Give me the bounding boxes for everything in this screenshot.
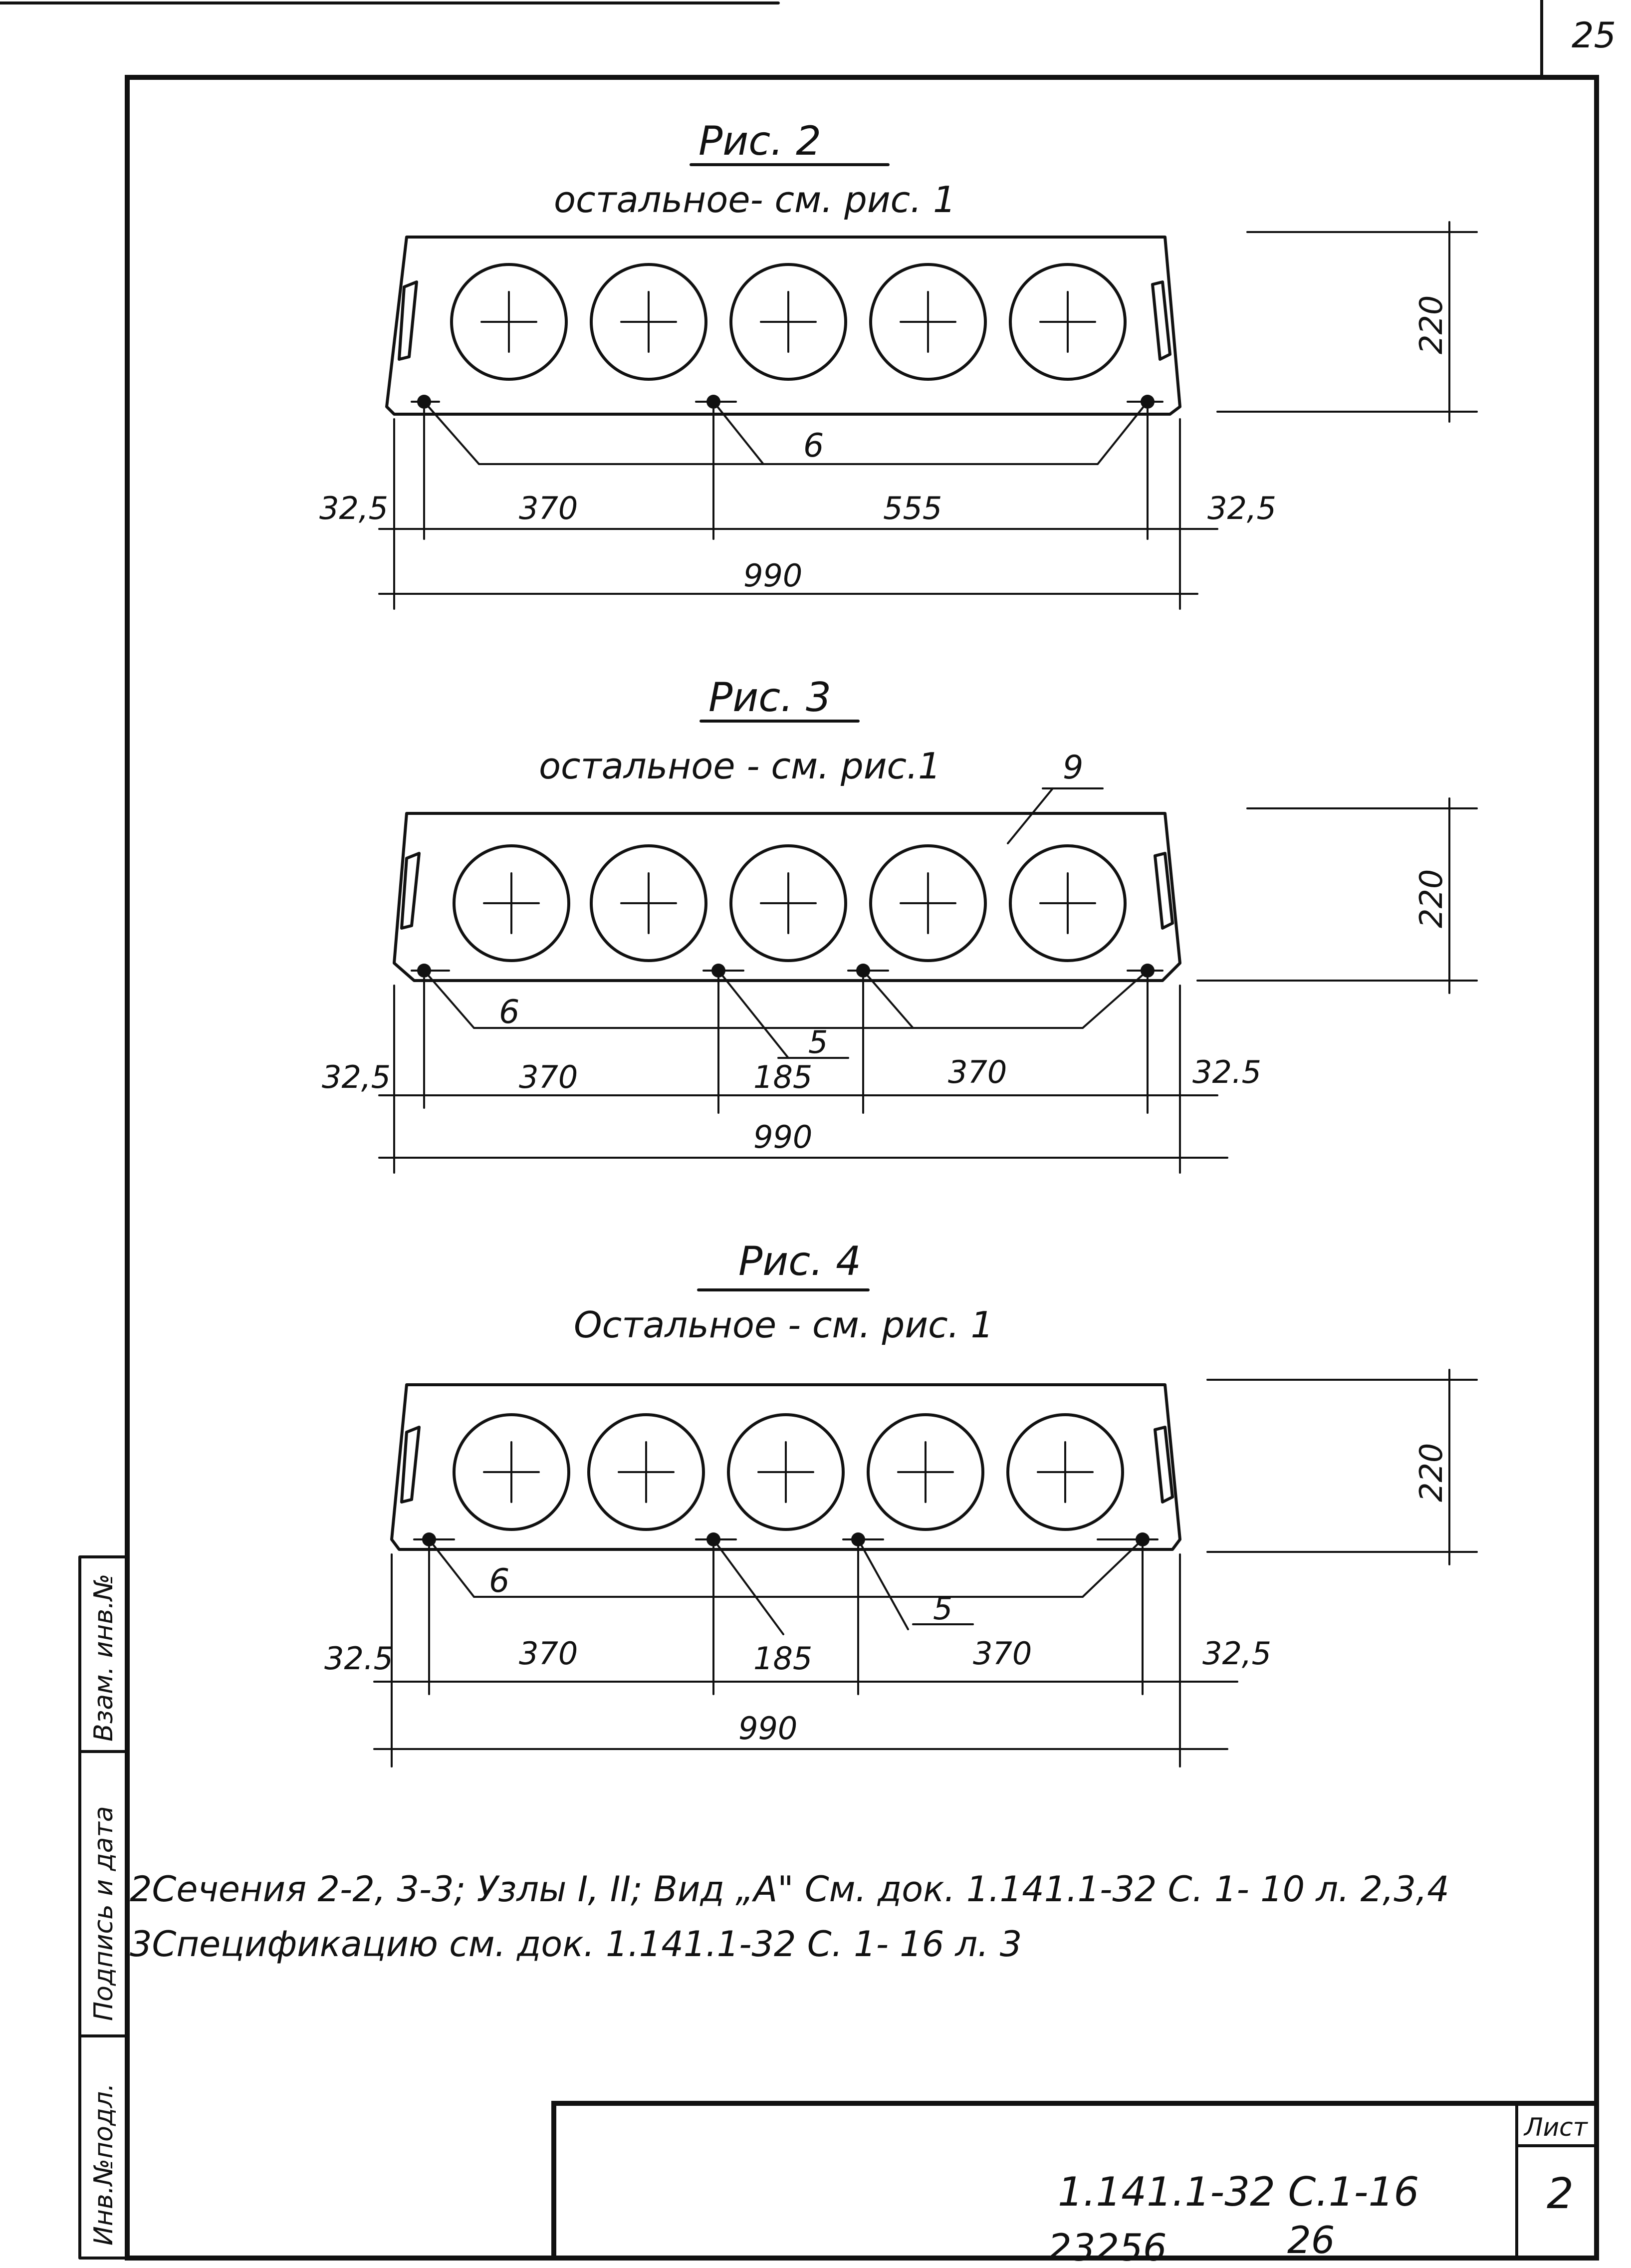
figure-3-slab-notch-left [400, 852, 421, 930]
figure-4-dim-b: 185 [753, 1640, 812, 1677]
void-circle [867, 1413, 984, 1531]
figure-2-slab-outline [385, 236, 1181, 416]
figure-2-dim-a: 370 [519, 490, 578, 526]
figure-4-title: Рис. 4 [738, 1238, 861, 1284]
void-circle [869, 263, 987, 381]
figure-2-title: Рис. 2 [699, 118, 821, 164]
figure-3-slab-notch-right [1154, 852, 1174, 930]
figure-3-height-dim: 220 [1413, 869, 1449, 928]
figure-4-callout-5: 5 [933, 1590, 952, 1627]
figure-3-dim-left: 32,5 [322, 1059, 391, 1095]
void-circle [590, 263, 707, 381]
void-circle [729, 263, 847, 381]
figure-3-leader-6 [423, 970, 1149, 1029]
figure-3-dim-total: 990 [753, 1119, 812, 1155]
figure-3-dim-b: 185 [753, 1059, 812, 1095]
void-circle [727, 1413, 845, 1531]
note-2: 2Сечения 2-2, 3-3; Узлы I, II; Вид „А" С… [130, 1869, 1449, 1910]
void-circle [729, 844, 847, 962]
title-block: Лист 2 1.141.1-32 С.1-16 [551, 2101, 1599, 2261]
figure-4-slab-outline [390, 1383, 1181, 1551]
figure-3-dim-a: 370 [519, 1059, 578, 1095]
void-circle [1009, 844, 1127, 962]
void-circle [450, 263, 568, 381]
figure-2-callout-6: 6 [803, 427, 824, 465]
figure-2-dim-total: 990 [743, 557, 802, 594]
void-circle [453, 1413, 570, 1531]
side-stamp-replaced-inv: Взам. инв.№ [89, 1573, 119, 1742]
figure-2-dim-b: 555 [883, 490, 942, 526]
figure-2-dim-right: 32,5 [1207, 490, 1276, 526]
figure-2-leader [423, 401, 1149, 465]
stamp-doc-code: 1.141.1-32 С.1-16 [1058, 2169, 1419, 2215]
figure-2-height-dim: 220 [1413, 295, 1449, 354]
figure-3-dim-c: 370 [948, 1054, 1007, 1090]
figure-4-leader-6 [428, 1538, 1144, 1598]
figure-3-dim-right: 32.5 [1192, 1054, 1261, 1090]
figure-3-title: Рис. 3 [708, 674, 831, 721]
void-circle [869, 844, 987, 962]
bottom-number-2: 26 [1287, 2218, 1335, 2262]
figure-3-subtitle: остальное - см. рис.1 [539, 745, 941, 787]
figure-4-dim-left: 32.5 [324, 1640, 393, 1677]
figure-4-dim-total: 990 [738, 1710, 797, 1747]
side-stamp-box [78, 1555, 129, 2260]
side-stamp-signature-date: Подпись и дата [89, 1806, 119, 2021]
figure-4-dim-c: 370 [973, 1635, 1032, 1672]
figure-2-dim-left: 32,5 [319, 490, 388, 526]
stamp-sheet-label: Лист [1523, 2113, 1589, 2142]
figure-4: Рис. 4 Остальное - см. рис. 1 6 [324, 1238, 1478, 1767]
figure-2: Рис. 2 остальное- см. рис. 1 6 [319, 118, 1478, 610]
figure-4-callout-6: 6 [489, 1562, 509, 1600]
page-number: 25 [1572, 15, 1616, 56]
figure-3-callout-9: 9 [1063, 749, 1083, 786]
figure-4-subtitle: Остальное - см. рис. 1 [574, 1304, 993, 1346]
note-3: 3Спецификацию см. док. 1.141.1-32 С. 1- … [130, 1924, 1022, 1965]
figure-4-slab-notch-right [1154, 1426, 1174, 1504]
figure-4-voids [453, 1413, 1124, 1531]
figure-2-voids [450, 263, 1127, 381]
void-circle [1006, 1413, 1124, 1531]
stamp-sheet-number: 2 [1547, 2169, 1574, 2219]
void-circle [1009, 263, 1127, 381]
side-stamp: Инв.№подл. Подпись и дата Взам. инв.№ [78, 1555, 129, 2260]
figure-3: Рис. 3 остальное - см. рис.1 9 [322, 674, 1478, 1174]
void-circle [587, 1413, 705, 1531]
void-circle [453, 844, 570, 962]
bottom-number-1: 23256 [1048, 2226, 1167, 2268]
figure-3-voids [453, 844, 1127, 962]
figure-4-slab-notch-left [400, 1426, 421, 1504]
figure-3-slab-outline [393, 812, 1181, 982]
figure-3-callout-5: 5 [808, 1024, 828, 1060]
title-block-box [551, 2101, 1599, 2261]
figure-2-slab-notch-left [398, 280, 418, 361]
figure-2-subtitle: остальное- см. рис. 1 [554, 179, 956, 221]
figure-4-height-dim: 220 [1413, 1443, 1449, 1502]
figure-2-slab-notch-right [1151, 280, 1171, 361]
void-circle [590, 844, 707, 962]
figure-4-dim-right: 32,5 [1202, 1635, 1271, 1672]
figure-3-callout-6: 6 [499, 994, 519, 1031]
figure-4-dim-a: 370 [519, 1635, 578, 1672]
side-stamp-inv-orig: Инв.№подл. [89, 2083, 119, 2246]
